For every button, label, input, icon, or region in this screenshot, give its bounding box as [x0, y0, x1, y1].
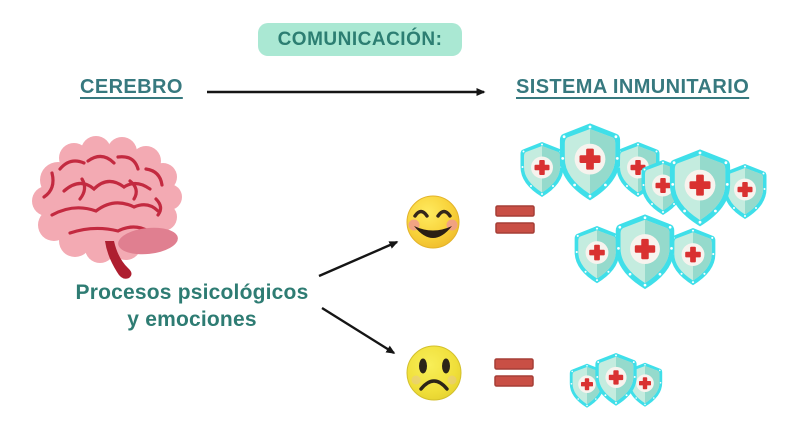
- title-badge: COMUNICACIÓN:: [258, 23, 462, 56]
- title-text: COMUNICACIÓN:: [277, 28, 443, 50]
- arrow-to-happy-face: [318, 240, 399, 278]
- equals-sign-sad: [494, 358, 534, 387]
- medical-shield-icon: [574, 226, 620, 284]
- medical-shield-icon: [615, 214, 675, 290]
- medical-shield-icon: [669, 149, 731, 227]
- label-line2: y emociones: [127, 307, 257, 331]
- arrow-to-sad-face: [321, 306, 396, 355]
- immune-shields-strong-group: [520, 123, 767, 290]
- cerebellum: [118, 227, 178, 255]
- heading-cerebro: CEREBRO: [80, 76, 183, 98]
- equals-sign-happy: [495, 205, 535, 234]
- happy-face-icon: [406, 195, 460, 249]
- heading-sistema-inmunitario: SISTEMA INMUNITARIO: [516, 76, 750, 98]
- medical-shield-icon: [559, 123, 621, 201]
- medical-shield-icon: [595, 352, 637, 406]
- sad-face-icon: [406, 345, 462, 401]
- immune-shields-weak-group: [569, 352, 663, 408]
- psych-processes-label: Procesos psicológicos y emociones: [60, 280, 324, 333]
- brain-sulci-lines: [42, 154, 164, 235]
- medical-shield-icon: [520, 142, 564, 197]
- brain-stem: [105, 241, 132, 279]
- medical-shield-icon: [670, 228, 716, 286]
- label-line1: Procesos psicológicos: [75, 281, 309, 304]
- brain-icon: [32, 136, 182, 279]
